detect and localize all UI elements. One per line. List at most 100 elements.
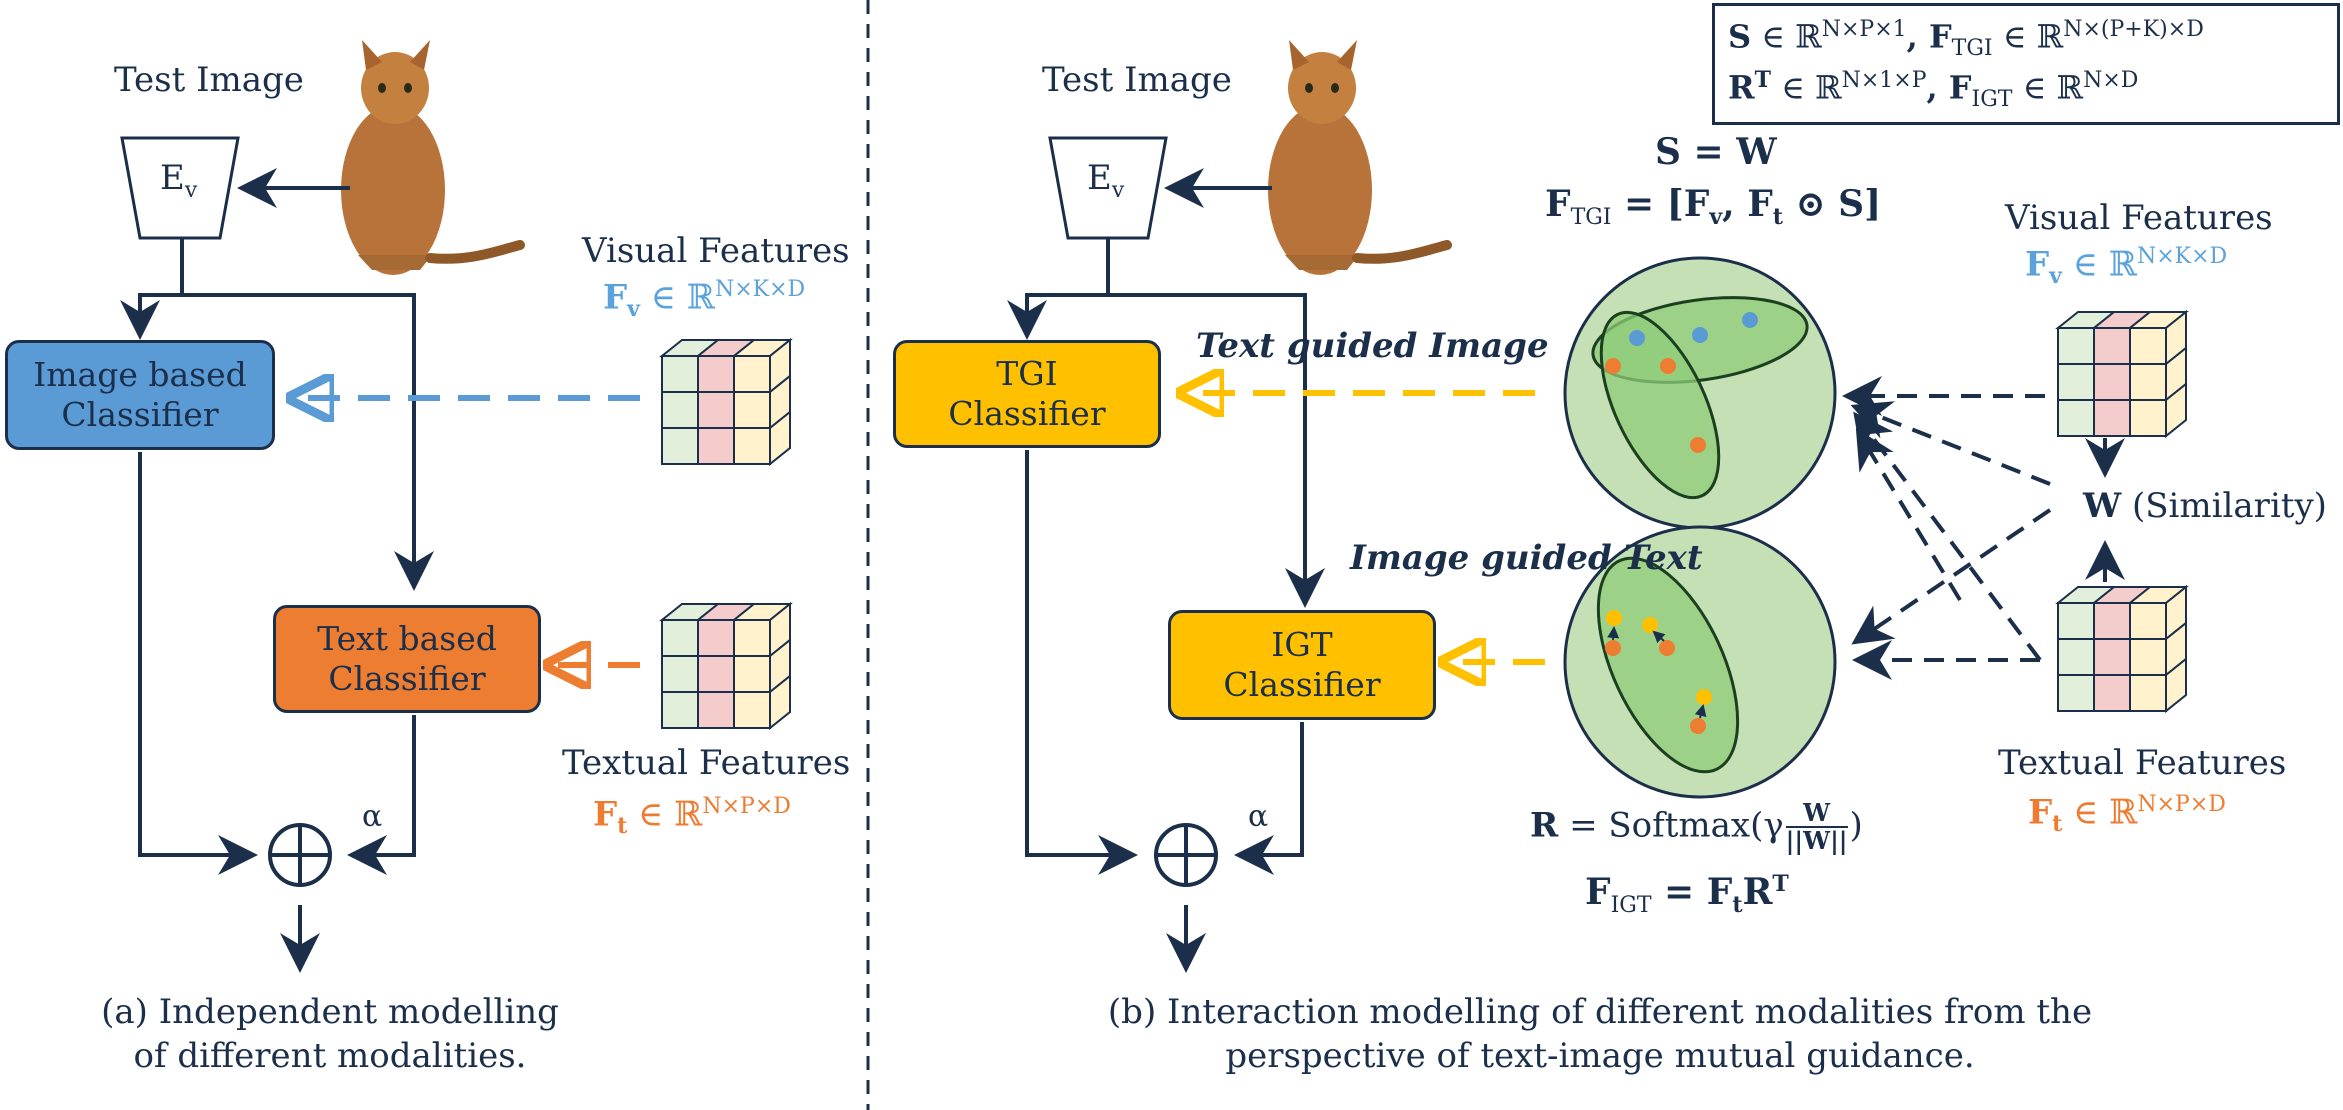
text-clf-line2: Classifier — [328, 659, 486, 698]
text-clf-line1: Text based — [317, 619, 497, 659]
caption-a: (a) Independent modelling of different m… — [60, 990, 600, 1078]
line-encoder-to-text-clf-a — [182, 293, 434, 591]
test-image-label-a: Test Image — [114, 60, 304, 100]
image-clf-line2: Classifier — [61, 395, 219, 434]
image-based-classifier[interactable]: Image based Classifier — [5, 340, 275, 450]
legend-line1: S ∈ ℝN×P×1, FTGI ∈ ℝN×(P+K)×D — [1728, 17, 2204, 62]
textual-features-math-a: Ft ∈ ℝN×P×D — [593, 794, 791, 840]
line-image-clf-to-oplus-a — [138, 452, 258, 875]
cube-front-cell — [2057, 399, 2095, 437]
cube-front-cell — [2129, 327, 2167, 365]
legend-line2: RT ∈ ℝN×1×P, FIGT ∈ ℝN×D — [1728, 67, 2139, 113]
cube-side-cell — [769, 409, 791, 467]
igt-clf-line1: IGT — [1271, 625, 1333, 665]
cube-visual-a — [659, 337, 793, 467]
cube-front-cell — [697, 655, 735, 693]
eq-r-denominator: ||W|| — [1785, 826, 1848, 856]
cube-front-cell — [2129, 638, 2167, 676]
cube-front-cell — [2093, 638, 2131, 676]
eq-s-equals-w: S = W — [1655, 131, 1777, 173]
igt-clf-line2: Classifier — [1223, 665, 1381, 704]
cube-visual-b — [2055, 309, 2189, 439]
cube-side-cell — [2165, 381, 2187, 439]
eq-r-numerator: W — [1785, 799, 1848, 829]
cube-front-cell — [661, 355, 699, 393]
cube-front-cell — [733, 619, 771, 657]
cube-front-cell — [733, 691, 771, 729]
cube-front-cell — [733, 427, 771, 465]
caption-b-line1: (b) Interaction modelling of different m… — [1107, 992, 2093, 1032]
image-guided-text-label: Image guided Text — [1350, 538, 1703, 578]
cube-front-cell — [2093, 363, 2131, 401]
alpha-b: α — [1248, 799, 1269, 834]
cat-image-b — [1268, 40, 1452, 275]
line-igt-to-oplus-b — [1234, 722, 1304, 875]
cube-front-cell — [2093, 674, 2131, 712]
eq-figt: FIGT = FtRT — [1585, 871, 1789, 919]
cube-front-cell — [2093, 602, 2131, 640]
cube-side-cell — [769, 673, 791, 731]
cube-front-cell — [2129, 674, 2167, 712]
cube-front-cell — [2057, 638, 2095, 676]
feature-dashed-arrows — [1842, 376, 2052, 680]
tgi-clf-line2: Classifier — [948, 394, 1106, 433]
visual-features-title-b: Visual Features — [2005, 198, 2273, 238]
cube-front-cell — [2057, 363, 2095, 401]
cat-image-a — [341, 40, 525, 275]
line-encoder-to-igt-b — [1108, 293, 1325, 608]
tgi-clf-line1: TGI — [996, 354, 1058, 394]
cube-front-cell — [661, 691, 699, 729]
cube-front-cell — [697, 691, 735, 729]
igt-classifier[interactable]: IGT Classifier — [1168, 610, 1436, 720]
cube-front-cell — [697, 427, 735, 465]
cube-front-cell — [2057, 327, 2095, 365]
similarity-label: W (Similarity) — [2083, 486, 2327, 526]
line-text-clf-to-oplus-a — [347, 715, 416, 875]
textual-features-title-b: Textual Features — [1998, 743, 2287, 783]
encoder-label-a: Ev — [160, 158, 198, 203]
cube-front-cell — [733, 655, 771, 693]
sphere-tgi — [1563, 256, 1837, 530]
cube-front-cell — [2057, 674, 2095, 712]
cube-front-cell — [661, 427, 699, 465]
eq-r-softmax: R = Softmax(γ W ||W|| ) — [1530, 798, 1863, 856]
line-encoder-split-a — [120, 238, 184, 340]
caption-b: (b) Interaction modelling of different m… — [1080, 990, 2120, 1078]
cube-front-cell — [2093, 327, 2131, 365]
cube-front-cell — [661, 391, 699, 429]
visual-features-math-b: Fv ∈ ℝN×K×D — [2025, 244, 2228, 290]
encoder-label-b: Ev — [1087, 158, 1125, 203]
caption-a-line1: (a) Independent modelling — [101, 992, 559, 1032]
cube-front-cell — [2129, 602, 2167, 640]
textual-features-math-b: Ft ∈ ℝN×P×D — [2028, 792, 2226, 838]
textual-features-title-a: Textual Features — [562, 743, 851, 783]
cube-textual-a — [659, 601, 793, 731]
line-encoder-split-b — [1007, 238, 1110, 340]
cube-front-cell — [2057, 602, 2095, 640]
cube-front-cell — [697, 619, 735, 657]
caption-a-line2: of different modalities. — [133, 1036, 527, 1077]
tgi-classifier[interactable]: TGI Classifier — [893, 340, 1161, 448]
visual-features-title-a: Visual Features — [582, 231, 850, 271]
encoder-a-shape — [120, 136, 240, 240]
cube-front-cell — [2129, 363, 2167, 401]
cube-front-cell — [661, 619, 699, 657]
cube-front-cell — [697, 391, 735, 429]
text-based-classifier[interactable]: Text based Classifier — [273, 605, 541, 713]
cube-side-cell — [2165, 656, 2187, 714]
cube-front-cell — [2093, 399, 2131, 437]
cube-front-cell — [661, 655, 699, 693]
dimension-legend-box — [1712, 3, 2340, 125]
line-tgi-to-oplus-b — [1025, 450, 1138, 875]
cube-front-cell — [2129, 399, 2167, 437]
image-clf-line1: Image based — [33, 355, 247, 395]
caption-b-line2: perspective of text-image mutual guidanc… — [1225, 1036, 1975, 1077]
cube-front-cell — [733, 355, 771, 393]
text-guided-image-label: Text guided Image — [1196, 326, 1549, 366]
sphere-igt — [1563, 525, 1837, 799]
eq-ftgi: FTGI = [Fv, Ft ⊙ S] — [1545, 183, 1882, 231]
encoder-b-shape — [1048, 136, 1168, 240]
cube-textual-b — [2055, 584, 2189, 714]
visual-features-math-a: Fv ∈ ℝN×K×D — [603, 277, 806, 323]
